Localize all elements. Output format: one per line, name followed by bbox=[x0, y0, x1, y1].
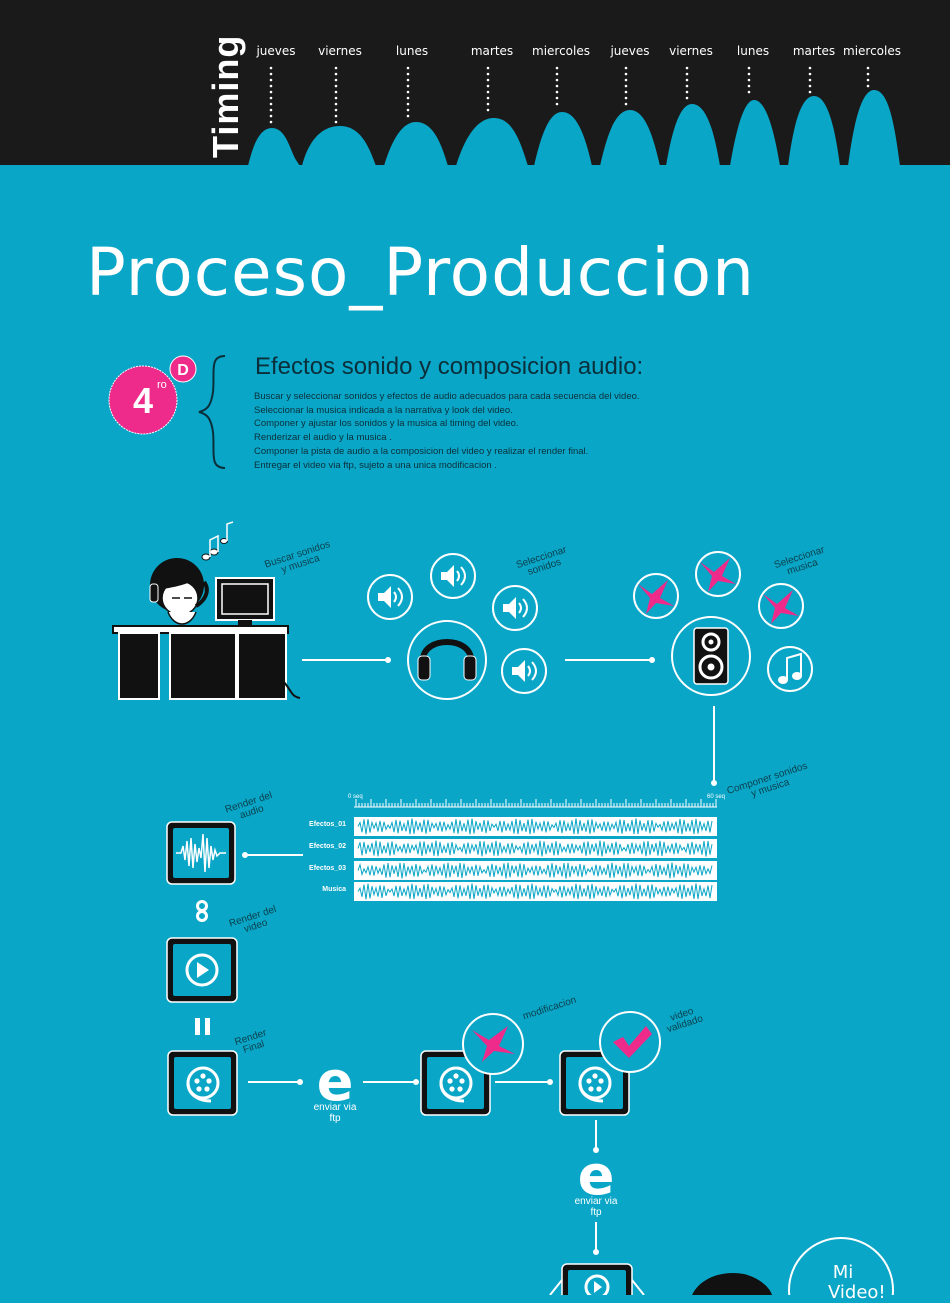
speaker-icons bbox=[367, 553, 547, 694]
step-number: 4 bbox=[133, 380, 153, 421]
rejected-music-icons bbox=[633, 551, 813, 692]
timing-wave bbox=[248, 90, 900, 166]
mi-video-circle bbox=[788, 1237, 894, 1295]
speaker-icon bbox=[430, 553, 476, 599]
speaker-icon bbox=[367, 574, 413, 620]
task-list: Buscar y seleccionar sonidos y efectos d… bbox=[254, 390, 640, 472]
audio-timeline bbox=[354, 799, 717, 901]
day-dots bbox=[269, 66, 870, 124]
modification-bubble bbox=[462, 1013, 524, 1075]
timeline-end: 60 seq bbox=[707, 794, 726, 800]
step-badge: 4 ro D bbox=[108, 355, 197, 435]
svg-text:e: e bbox=[578, 1144, 615, 1207]
validated-bubble bbox=[599, 1011, 661, 1073]
step-suffix: ro bbox=[157, 379, 167, 391]
pause-icon bbox=[195, 1018, 210, 1035]
timing-wave-band bbox=[0, 0, 950, 165]
x-mark-icon bbox=[472, 1026, 515, 1062]
track-label: Musica bbox=[322, 886, 346, 893]
track-row bbox=[354, 839, 717, 858]
step-badge-letter: D bbox=[177, 362, 189, 379]
connectors bbox=[245, 659, 715, 1252]
final-monitor bbox=[549, 1263, 645, 1295]
task-item: Entregar el video via ftp, sujeto a una … bbox=[254, 459, 497, 471]
speaker-icon bbox=[492, 585, 538, 631]
day-label: miercoles bbox=[843, 44, 901, 58]
label-mi-video: Mi Video! bbox=[828, 1262, 886, 1303]
day-label: viernes bbox=[318, 44, 362, 58]
track-row bbox=[354, 861, 717, 880]
headphones-node bbox=[407, 620, 487, 700]
track-label: Efectos_02 bbox=[309, 843, 346, 850]
day-label: lunes bbox=[736, 44, 770, 58]
render-video-monitor bbox=[166, 937, 238, 1003]
day-label: jueves bbox=[256, 44, 296, 58]
track-label: Efectos_03 bbox=[309, 865, 346, 872]
film-reel-icon bbox=[186, 1066, 220, 1103]
day-label: viernes bbox=[669, 44, 713, 58]
x-mark-icon bbox=[638, 558, 799, 624]
film-monitor bbox=[167, 1050, 238, 1116]
day-label: jueves bbox=[610, 44, 650, 58]
task-item: Buscar y seleccionar sonidos y efectos d… bbox=[254, 391, 640, 402]
timing-header bbox=[0, 0, 950, 166]
label-enviar-ftp-2: enviar via ftp bbox=[574, 1196, 618, 1218]
film-reel-icon bbox=[578, 1066, 612, 1103]
render-audio-monitor bbox=[166, 821, 236, 885]
day-label: martes bbox=[792, 44, 836, 58]
connector-dots bbox=[242, 657, 717, 1255]
film-monitors bbox=[167, 1050, 630, 1116]
task-item: Seleccionar la musica indicada a la narr… bbox=[254, 404, 513, 416]
day-label: miercoles bbox=[532, 44, 590, 58]
task-item: Componer la pista de audio a la composic… bbox=[254, 445, 589, 457]
track-label: Efectos_01 bbox=[309, 821, 346, 828]
link-icon bbox=[196, 900, 208, 922]
day-label: martes bbox=[470, 44, 514, 58]
step-title: Efectos sonido y composicion audio: bbox=[255, 353, 644, 380]
label-enviar-ftp-1: enviar via ftp bbox=[313, 1102, 357, 1124]
brace bbox=[198, 355, 226, 469]
speaker-icon bbox=[501, 648, 547, 694]
svg-text:e: e bbox=[317, 1050, 354, 1113]
character-head bbox=[692, 1272, 772, 1295]
day-label: lunes bbox=[395, 44, 429, 58]
film-reel-icon bbox=[439, 1066, 473, 1103]
email-e-icon: e e bbox=[317, 1050, 615, 1207]
loudspeaker-node bbox=[671, 616, 751, 696]
check-mark-icon bbox=[613, 1026, 652, 1058]
timeline-start: 0 seq bbox=[348, 794, 363, 800]
waveform-icon bbox=[176, 833, 226, 873]
track-waveforms bbox=[357, 818, 713, 900]
task-item: Componer y ajustar los sonidos y la musi… bbox=[254, 418, 519, 430]
play-icon bbox=[197, 962, 209, 978]
music-note-icon bbox=[778, 652, 802, 684]
task-item: Renderizar el audio y la musica . bbox=[254, 432, 392, 444]
person-at-desk-illustration bbox=[112, 558, 301, 700]
music-notes-icon bbox=[201, 521, 234, 561]
page-title: Proceso_Produccion bbox=[86, 234, 755, 311]
